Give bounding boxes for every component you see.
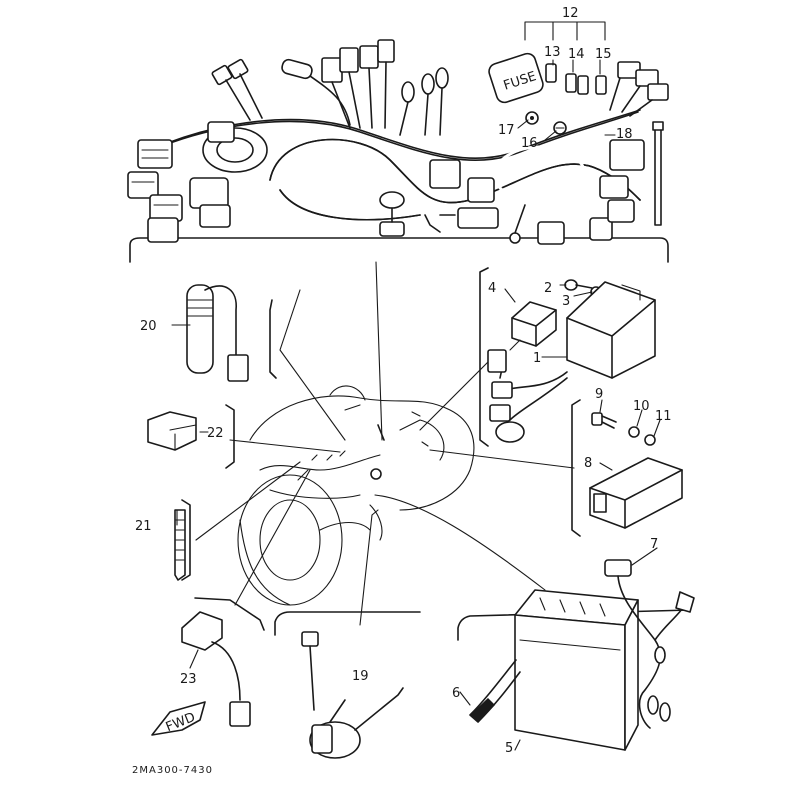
callout-11: 11 xyxy=(655,409,672,424)
callout-9: 9 xyxy=(595,387,603,402)
fuse-set xyxy=(545,63,607,95)
battery-group xyxy=(457,559,695,751)
leader-lines xyxy=(195,261,575,626)
harness-connector-cluster-left xyxy=(127,121,268,243)
regulator-leads xyxy=(487,349,568,443)
cdi-unit-8 xyxy=(589,457,683,529)
callout-18: 18 xyxy=(616,127,633,142)
battery-5 xyxy=(514,589,639,751)
callout-3: 3 xyxy=(562,294,570,309)
callout-1: 1 xyxy=(533,351,541,366)
socket-23 xyxy=(181,597,265,727)
callout-22: 22 xyxy=(207,426,224,441)
callout-5: 5 xyxy=(505,741,513,756)
callout-13: 13 xyxy=(544,45,561,60)
callout-23: 23 xyxy=(180,672,197,687)
connector-22 xyxy=(147,404,235,469)
harness-plug-leads xyxy=(211,39,669,245)
callout-7: 7 xyxy=(650,537,658,552)
callout-6: 6 xyxy=(452,686,460,701)
callout-16: 16 xyxy=(521,136,538,151)
callout-19: 19 xyxy=(352,669,369,684)
callout-2: 2 xyxy=(544,281,552,296)
callout-10: 10 xyxy=(633,399,650,414)
wire-harness: FUSE xyxy=(127,39,669,263)
bolt-9 xyxy=(591,412,617,429)
regulator-group xyxy=(479,267,656,447)
cable-strap-18 xyxy=(652,121,664,226)
callout-14: 14 xyxy=(568,47,585,62)
callout-labels: 1 2 3 4 5 6 7 8 9 10 11 12 13 14 15 16 1… xyxy=(135,6,672,756)
bike-mount-points xyxy=(311,411,429,516)
callout-21: 21 xyxy=(135,519,152,534)
callout-4: 4 xyxy=(488,281,496,296)
screw-2 xyxy=(564,279,593,291)
battery-breather-7 xyxy=(604,559,695,729)
motorcycle-outline xyxy=(237,385,475,606)
cdi-group xyxy=(571,399,683,537)
sensor-19 xyxy=(274,611,421,759)
part-code: 2MA300-7430 xyxy=(132,765,213,776)
callout-ticks xyxy=(171,21,661,751)
fuse-box: FUSE xyxy=(488,52,544,104)
cable-tie-21 xyxy=(174,499,191,581)
callout-12: 12 xyxy=(562,6,579,21)
regulator-1 xyxy=(566,281,656,379)
washer-10 xyxy=(628,426,640,438)
wire-lead-20 xyxy=(186,284,277,382)
battery-strap-6 xyxy=(469,659,521,723)
forward-arrow-icon: FWD xyxy=(151,701,206,736)
callout-15: 15 xyxy=(595,47,612,62)
callout-17: 17 xyxy=(498,123,515,138)
callout-8: 8 xyxy=(584,456,592,471)
screw-16 xyxy=(553,121,567,135)
relay-4 xyxy=(509,301,557,351)
callout-20: 20 xyxy=(140,319,157,334)
nut-11 xyxy=(644,434,656,446)
